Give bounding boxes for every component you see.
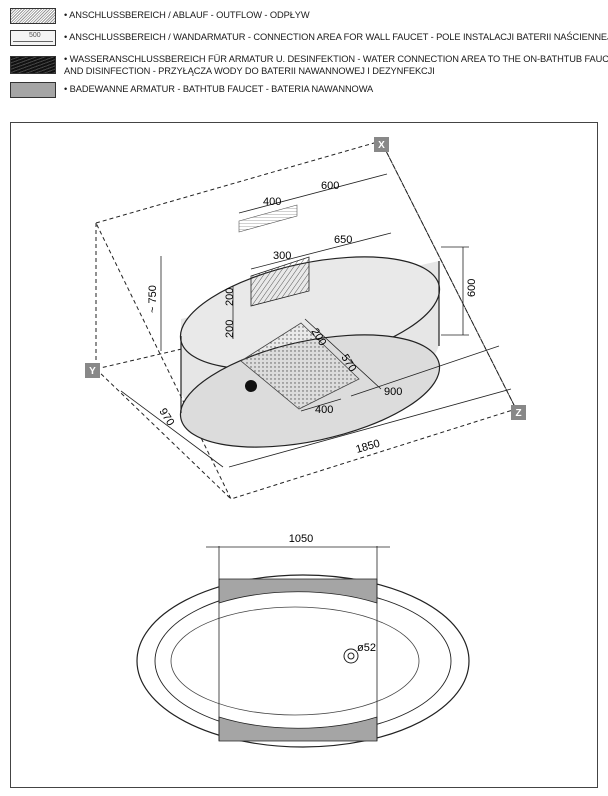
outflow-area-swatch (10, 8, 56, 24)
legend-row-wall-faucet: 500 • ANSCHLUSSBEREICH / WANDARMATUR - C… (10, 28, 608, 50)
dim-900: 900 (384, 386, 402, 398)
dim-970: 970 (156, 406, 176, 428)
dim-650: 650 (334, 234, 352, 246)
iso-water-connection-area (250, 256, 310, 307)
iso-floor-connection-area (240, 322, 360, 410)
plan-dim-1050: 1050 (289, 533, 313, 545)
legend: • ANSCHLUSSBEREICH / ABLAUF - OUTFLOW - … (10, 6, 608, 102)
bathtub-faucet-swatch (10, 82, 56, 98)
axis-z-marker: Z (511, 405, 526, 420)
drawing-frame: X Y Z 400 600 300 650 ~ 750 200 200 600 … (10, 122, 598, 788)
iso-dimension-lines (120, 173, 512, 468)
iso-wall-faucet-area (238, 204, 298, 233)
dim-600-side: 600 (466, 279, 478, 297)
legend-text-outflow: • ANSCHLUSSBEREICH / ABLAUF - OUTFLOW - … (64, 10, 310, 20)
dim-750: ~ 750 (147, 285, 159, 313)
dim-600-top: 600 (321, 180, 339, 192)
dim-200-upper: 200 (224, 288, 236, 306)
plan-bathtub (136, 546, 470, 748)
legend-row-outflow: • ANSCHLUSSBEREICH / ABLAUF - OUTFLOW - … (10, 6, 600, 28)
svg-text:Y: Y (89, 366, 96, 377)
dim-400-top: 400 (263, 196, 281, 208)
dim-400-floor: 400 (315, 404, 333, 416)
legend-row-water-connection: • WASSERANSCHLUSSBEREICH FÜR ARMATUR U. … (10, 50, 608, 80)
iso-bathtub (179, 204, 441, 448)
dim-300: 300 (273, 250, 291, 262)
iso-drain-icon (245, 380, 257, 392)
plan-faucet-area-top (218, 578, 378, 604)
legend-row-bathtub-faucet: • BADEWANNE ARMATUR - BATHTUB FAUCET - B… (10, 80, 600, 102)
legend-text-water-connection: • WASSERANSCHLUSSBEREICH FÜR ARMATUR U. … (64, 54, 608, 76)
axis-y-marker: Y (85, 363, 100, 378)
water-connection-area-swatch (10, 56, 56, 74)
legend-text-wall-faucet: • ANSCHLUSSBEREICH / WANDARMATUR - CONNE… (64, 32, 608, 42)
wall-faucet-swatch-label: 500 (29, 32, 41, 39)
legend-text-bathtub-faucet: • BADEWANNE ARMATUR - BATHTUB FAUCET - B… (64, 84, 374, 94)
wall-faucet-area-swatch: 500 (10, 30, 56, 46)
dim-200-lower: 200 (224, 320, 236, 338)
technical-drawing: X Y Z 400 600 300 650 ~ 750 200 200 600 … (85, 137, 526, 748)
axis-x-marker: X (374, 137, 389, 152)
svg-text:X: X (378, 140, 385, 151)
plan-drain-diameter: ø52 (357, 642, 376, 654)
svg-text:Z: Z (515, 408, 521, 419)
plan-drain-icon (343, 648, 359, 664)
